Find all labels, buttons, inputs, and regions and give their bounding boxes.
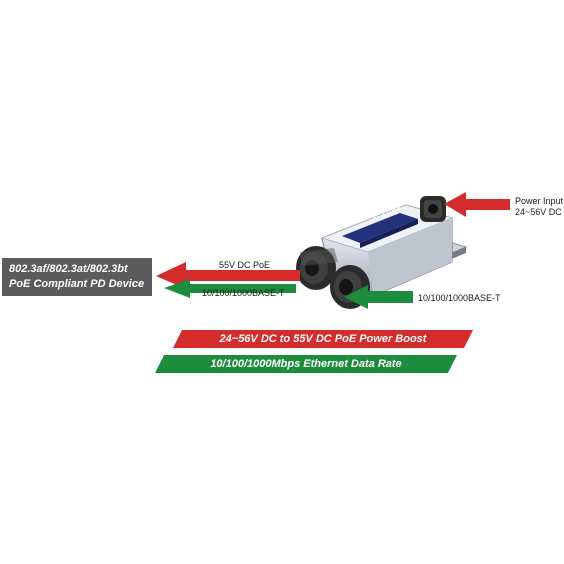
power-input-connector xyxy=(420,196,446,222)
power-input-voltage: 24~56V DC xyxy=(515,207,562,217)
ethernet-right-arrow xyxy=(344,285,413,309)
ethernet-right-label: 10/100/1000BASE-T xyxy=(418,293,501,303)
power-boost-text: 24~56V DC to 55V DC PoE Power Boost xyxy=(219,333,427,345)
data-rate-banner: 10/100/1000Mbps Ethernet Data Rate xyxy=(155,355,457,373)
ethernet-left-arrow xyxy=(164,279,296,298)
power-boost-banner: 24~56V DC to 55V DC PoE Power Boost xyxy=(173,330,473,348)
ethernet-left-label: 10/100/1000BASE-T xyxy=(202,288,285,298)
pd-device-standards: 802.3af/802.3at/802.3bt xyxy=(9,263,128,275)
pd-device-label: 802.3af/802.3at/802.3bt PoE Compliant PD… xyxy=(2,258,152,296)
power-input-arrow xyxy=(444,192,510,217)
pd-device-description: PoE Compliant PD Device xyxy=(9,278,145,290)
power-input-label: Power Input 24~56V DC xyxy=(515,196,563,218)
data-rate-text: 10/100/1000Mbps Ethernet Data Rate xyxy=(210,358,402,370)
rj45-connector-left xyxy=(296,246,338,290)
power-input-title: Power Input xyxy=(515,196,564,206)
poe-output-label: 55V DC PoE xyxy=(219,260,271,270)
poe-output-arrow xyxy=(156,262,300,289)
